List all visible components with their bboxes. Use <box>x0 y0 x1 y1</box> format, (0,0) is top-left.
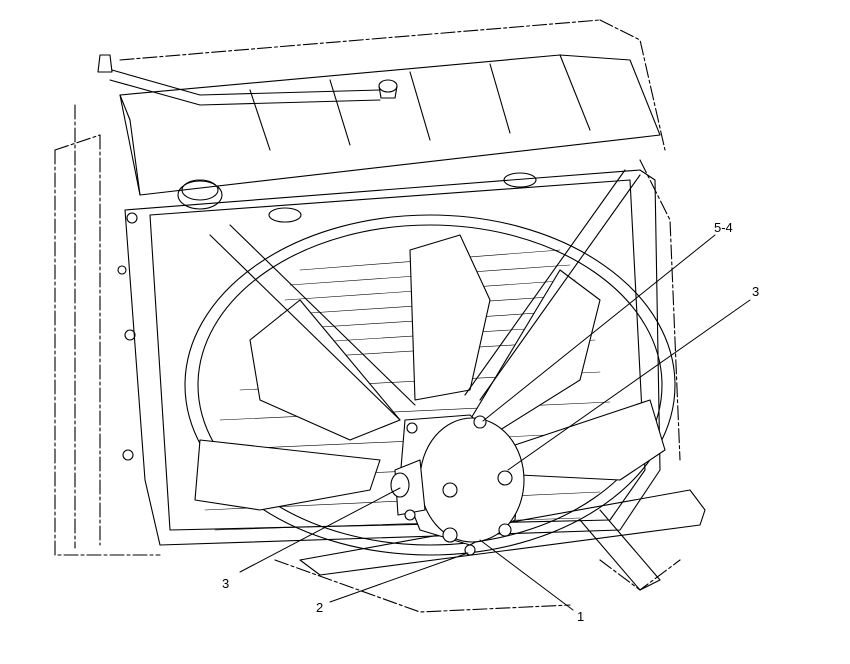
callout-3-left: 3 <box>222 576 229 591</box>
phantom-frame-lines <box>54 19 681 613</box>
fan-blades <box>194 234 666 511</box>
fan-drive-motor <box>390 414 525 556</box>
lower-bracket <box>299 489 706 591</box>
fan-ring <box>184 214 676 556</box>
diagram-illustration <box>54 19 751 613</box>
shroud-struts <box>209 169 641 421</box>
callout-2: 2 <box>316 600 323 615</box>
callout-labels: 5-4 3 3 2 1 <box>222 220 759 624</box>
callout-3-right: 3 <box>752 284 759 299</box>
radiator-top-tank <box>97 54 661 210</box>
fan-shroud <box>117 169 661 546</box>
callout-1: 1 <box>577 609 584 624</box>
callout-leader-lines <box>239 234 751 611</box>
callout-5-4: 5-4 <box>714 220 733 235</box>
